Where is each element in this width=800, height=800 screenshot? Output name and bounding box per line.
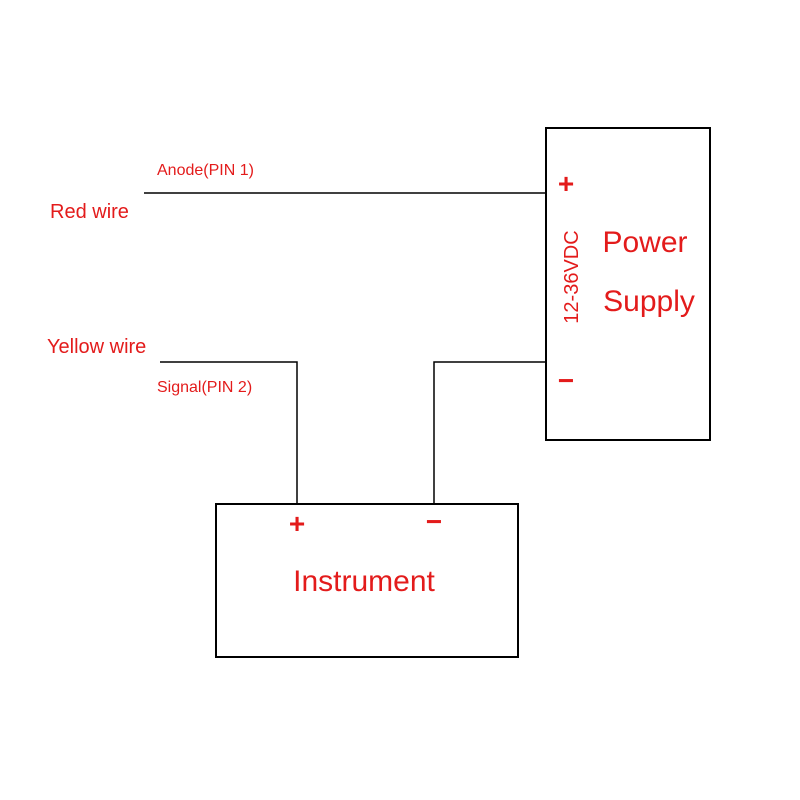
power-supply-title-line2: Supply: [603, 285, 695, 318]
power-supply-minus-label: −: [558, 365, 574, 396]
instrument-title: Instrument: [293, 565, 435, 598]
power-supply-plus-label: +: [558, 168, 574, 199]
instrument-plus-label: +: [289, 508, 305, 539]
instrument-minus-label: −: [426, 506, 442, 537]
negative-wire-line: [433, 361, 546, 504]
voltage-label: 12-36VDC: [561, 230, 583, 323]
yellow-wire-label: Yellow wire: [47, 336, 146, 358]
anode-label: Anode(PIN 1): [157, 162, 254, 179]
signal-label: Signal(PIN 2): [157, 379, 252, 396]
instrument-box: [215, 503, 519, 658]
yellow-wire-line: [160, 361, 298, 504]
power-supply-box: [545, 127, 711, 441]
power-supply-title-line1: Power: [602, 226, 687, 259]
red-wire-label: Red wire: [50, 201, 129, 223]
